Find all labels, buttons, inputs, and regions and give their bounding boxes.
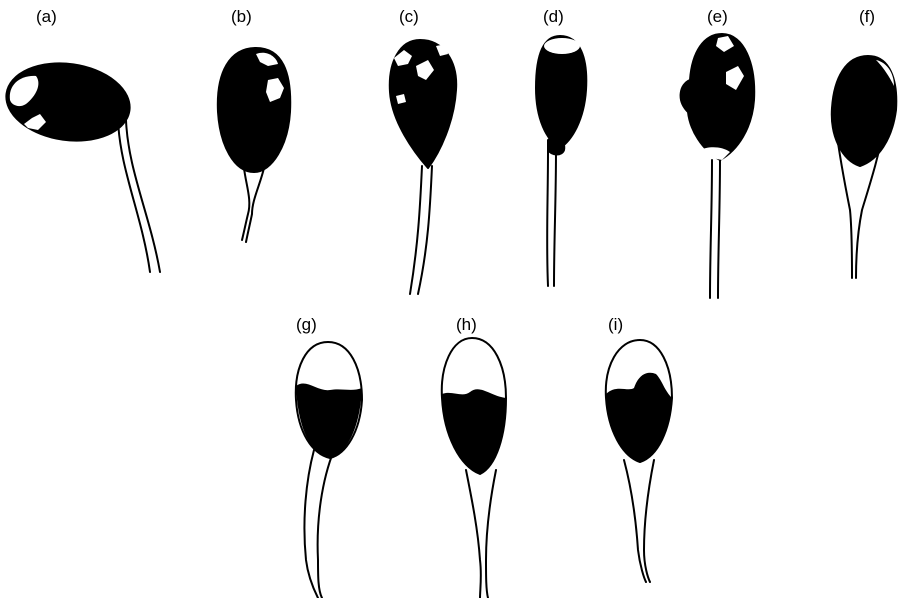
tail [547, 150, 548, 286]
head [681, 34, 755, 160]
tail [118, 120, 150, 272]
sperm-cell-d [536, 36, 586, 286]
sperm-cell-g [296, 342, 362, 598]
head-dark-region [442, 389, 506, 474]
neck-outline [486, 470, 496, 598]
tail [410, 166, 422, 294]
tail [718, 160, 720, 298]
neck-outline [644, 460, 654, 582]
neck-outline [318, 450, 334, 598]
neck-outline [304, 450, 318, 598]
tail [554, 150, 556, 286]
neck-outline [624, 460, 646, 582]
head-dark-region [296, 384, 362, 458]
tail [710, 160, 712, 298]
cytoplasmic-droplet [848, 144, 868, 161]
tail [126, 120, 160, 272]
sperm-cell-a [1, 56, 160, 272]
neck-outline [466, 470, 481, 598]
sperm-cell-e [681, 34, 755, 298]
sperm-cell-h [442, 338, 506, 598]
cytoplasmic-droplet [548, 138, 564, 155]
head-light-patch [544, 38, 580, 54]
head [218, 48, 290, 172]
sperm-cell-c [390, 40, 456, 294]
sperm-cell-b [218, 48, 290, 242]
sperm-cell-f [832, 56, 897, 278]
sperm-cell-i [606, 340, 672, 582]
